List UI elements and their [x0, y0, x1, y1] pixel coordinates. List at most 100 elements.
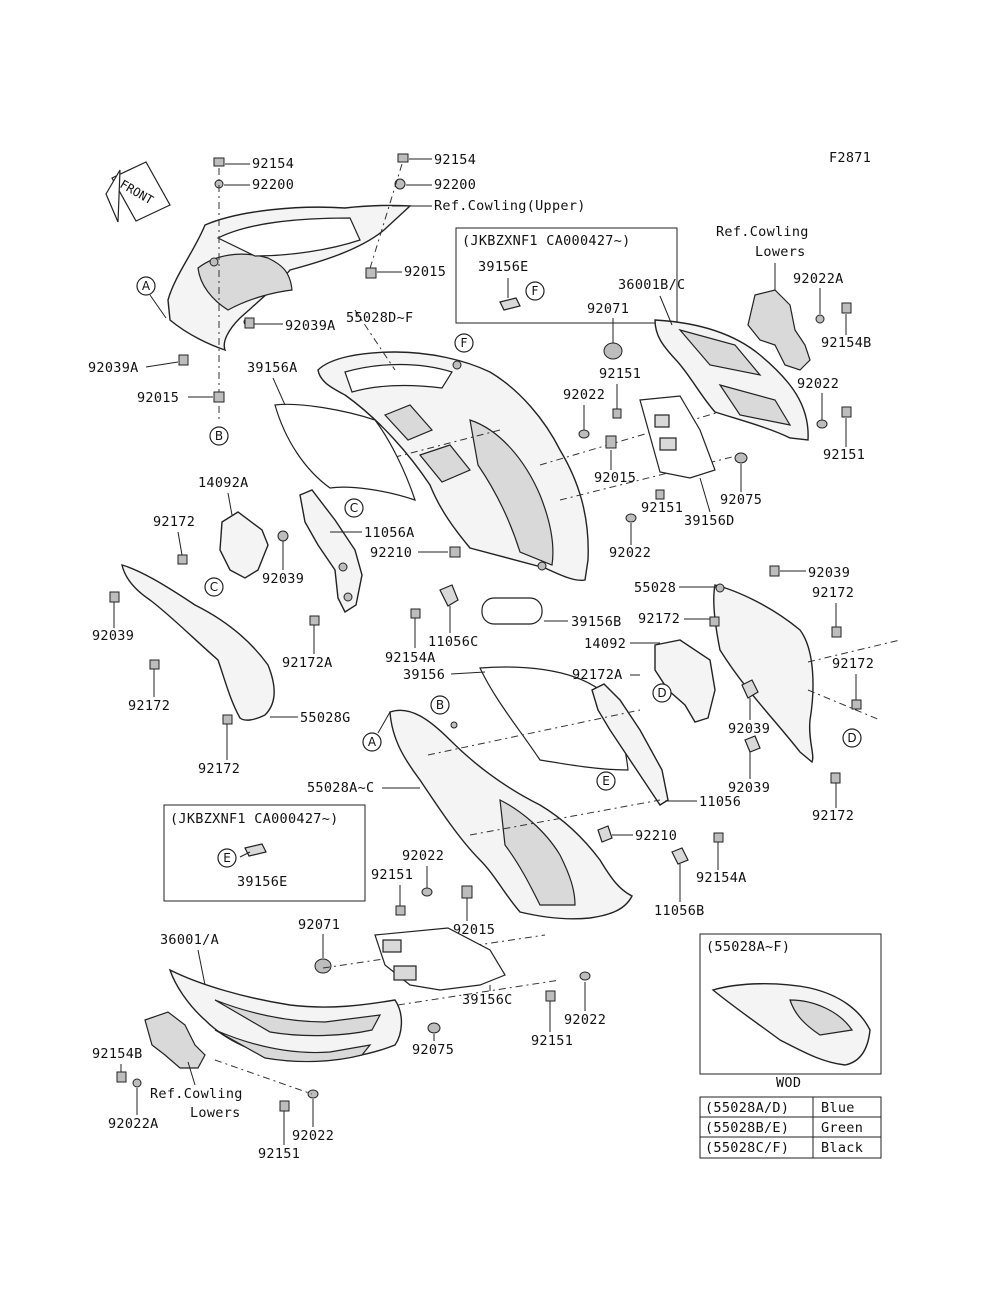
color-row-color: Green — [821, 1120, 863, 1136]
label-14092: 14092 — [584, 636, 626, 652]
svg-text:A: A — [368, 735, 377, 749]
svg-text:B: B — [436, 698, 444, 712]
svg-text:D: D — [847, 731, 856, 745]
label-92172: 92172 — [812, 585, 854, 601]
label-92151: 92151 — [258, 1146, 300, 1162]
hardware-top-mid — [365, 153, 409, 279]
label-11056: 11056 — [699, 794, 741, 810]
svg-text:C: C — [210, 580, 218, 594]
callout-d: D — [652, 683, 672, 703]
label-39156b: 39156B — [571, 614, 622, 630]
callout-b: B — [209, 426, 229, 446]
label-92039: 92039 — [92, 628, 134, 644]
inset-title: (55028A~F) — [706, 939, 790, 955]
duct-36001bc — [654, 319, 809, 441]
label-92071: 92071 — [298, 917, 340, 933]
model-box-top: (JKBZXNF1 CA000427~) 39156E — [455, 227, 678, 324]
svg-text:F: F — [461, 336, 468, 350]
label-92039: 92039 — [728, 721, 770, 737]
label-92154: 92154 — [252, 156, 294, 172]
side-panel-55028 — [709, 565, 862, 784]
label-92039: 92039 — [728, 780, 770, 796]
side-fairing-upper — [317, 351, 589, 582]
hardware-bottom — [279, 1089, 319, 1112]
duct-36001a — [168, 968, 403, 1063]
label-92022: 92022 — [797, 376, 839, 392]
svg-text:E: E — [602, 774, 610, 788]
hardware-center — [410, 546, 461, 619]
inner-panel-14092a — [177, 511, 289, 579]
label-92015: 92015 — [404, 264, 446, 280]
model-box-bottom: (JKBZXNF1 CA000427~) 39156E — [163, 804, 366, 902]
hardware-lower-duct — [314, 958, 591, 1034]
label-92210: 92210 — [370, 545, 412, 561]
label-92154a: 92154A — [696, 870, 747, 886]
callout-e: E — [596, 771, 616, 791]
model-box-title: (JKBZXNF1 CA000427~) — [170, 811, 339, 827]
label-92210: 92210 — [635, 828, 677, 844]
label-39156d: 39156D — [684, 513, 735, 529]
color-row-color: Blue — [821, 1100, 855, 1116]
label-92039: 92039 — [262, 571, 304, 587]
label-36001-a: 36001/A — [160, 932, 219, 948]
label-55028g: 55028G — [300, 710, 351, 726]
label-92172a: 92172A — [572, 667, 623, 683]
callout-b: B — [430, 695, 450, 715]
label-ref-cowling-upper: Ref.Cowling(Upper) — [434, 198, 586, 214]
label-11056c: 11056C — [428, 634, 479, 650]
label-92075: 92075 — [412, 1042, 454, 1058]
label-14092a: 14092A — [198, 475, 249, 491]
hardware-top-left — [178, 157, 255, 420]
svg-text:B: B — [215, 429, 223, 443]
label-55028: 55028 — [634, 580, 676, 596]
hardware-upper-right — [578, 342, 852, 523]
pad-39156c — [374, 927, 506, 991]
svg-text:F: F — [532, 284, 539, 298]
label-92172: 92172 — [832, 656, 874, 672]
label-92075: 92075 — [720, 492, 762, 508]
label-92172: 92172 — [198, 761, 240, 777]
label-55028a-c: 55028A~C — [307, 780, 374, 796]
label-92151: 92151 — [599, 366, 641, 382]
callout-d: D — [842, 728, 862, 748]
svg-text:A: A — [142, 279, 151, 293]
callout-a: A — [362, 711, 391, 752]
inner-panel-14092 — [654, 639, 761, 753]
label-92022: 92022 — [563, 387, 605, 403]
label-92154: 92154 — [434, 152, 476, 168]
upper-cowl-assembly — [167, 204, 412, 352]
label-92200: 92200 — [252, 177, 294, 193]
model-box-part: 39156E — [478, 259, 529, 275]
label-92172: 92172 — [128, 698, 170, 714]
label-92015: 92015 — [453, 922, 495, 938]
label-ref-cowling-lowers: Ref.Cowling — [716, 224, 809, 240]
label-92151: 92151 — [531, 1033, 573, 1049]
label-92172: 92172 — [812, 808, 854, 824]
label-92022: 92022 — [402, 848, 444, 864]
color-row-parts: (55028B/E) — [705, 1120, 789, 1136]
inset-caption: WOD — [776, 1075, 801, 1091]
model-box-part: 39156E — [237, 874, 288, 890]
label-92154b: 92154B — [821, 335, 872, 351]
label-ref-cowling-lowers: Lowers — [755, 244, 806, 260]
svg-text:D: D — [657, 686, 666, 700]
model-box-title: (JKBZXNF1 CA000427~) — [462, 233, 631, 249]
label-92015: 92015 — [594, 470, 636, 486]
label-92039a: 92039A — [88, 360, 139, 376]
label-36001b-c: 36001B/C — [618, 277, 685, 293]
label-92151: 92151 — [371, 867, 413, 883]
label-92172a: 92172A — [282, 655, 333, 671]
label-92039: 92039 — [808, 565, 850, 581]
callout-a: A — [136, 276, 167, 319]
label-92071: 92071 — [587, 301, 629, 317]
svg-text:E: E — [223, 851, 231, 865]
label-39156: 39156 — [403, 667, 445, 683]
label-92015: 92015 — [137, 390, 179, 406]
svg-text:C: C — [350, 501, 358, 515]
bracket-ref-cowling-lowers-top — [747, 289, 852, 371]
color-row-parts: (55028A/D) — [705, 1100, 789, 1116]
color-row-color: Black — [821, 1140, 863, 1156]
label-92022: 92022 — [292, 1128, 334, 1144]
label-11056a: 11056A — [364, 525, 415, 541]
